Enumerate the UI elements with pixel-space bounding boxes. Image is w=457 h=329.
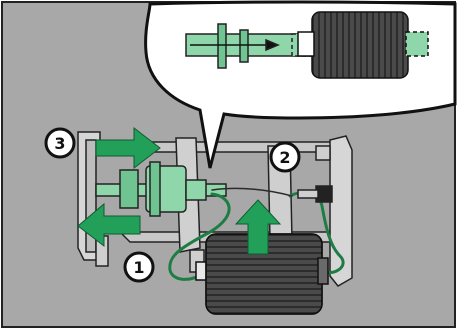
step-marker-2: 2 (271, 143, 299, 171)
zoom-roller (298, 12, 428, 78)
step-1-label: 1 (133, 258, 144, 277)
step-2-label: 2 (279, 148, 290, 167)
step-marker-3: 3 (46, 129, 74, 157)
step-marker-1: 1 (125, 253, 153, 281)
step-3-label: 3 (54, 134, 65, 153)
